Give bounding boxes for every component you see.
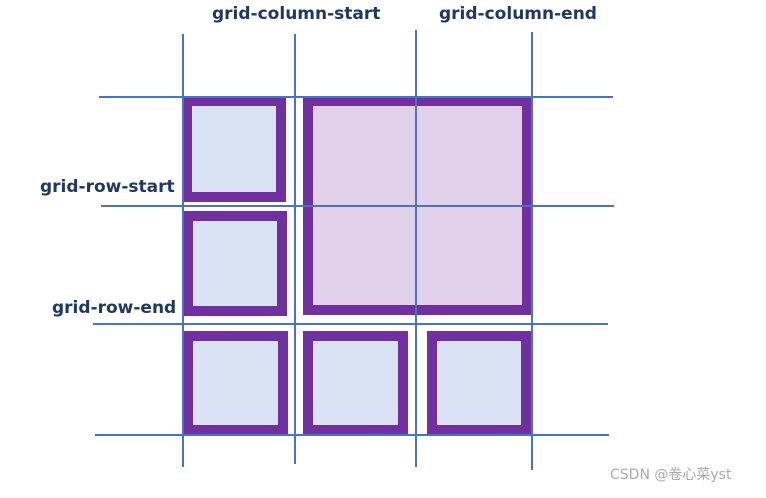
label-grid-column-start: grid-column-start (212, 4, 381, 24)
label-grid-row-start: grid-row-start (40, 177, 175, 197)
label-grid-column-end: grid-column-end (439, 4, 597, 24)
grid-cell-r1c1 (182, 96, 286, 202)
grid-cell-r3c2 (303, 331, 408, 435)
watermark: CSDN @卷心菜yst (610, 467, 732, 483)
grid-cell-r3c1 (183, 331, 288, 435)
grid-cell-r2c1 (183, 211, 287, 316)
label-grid-row-end: grid-row-end (52, 298, 177, 318)
grid-cell-r3c3 (427, 331, 531, 435)
